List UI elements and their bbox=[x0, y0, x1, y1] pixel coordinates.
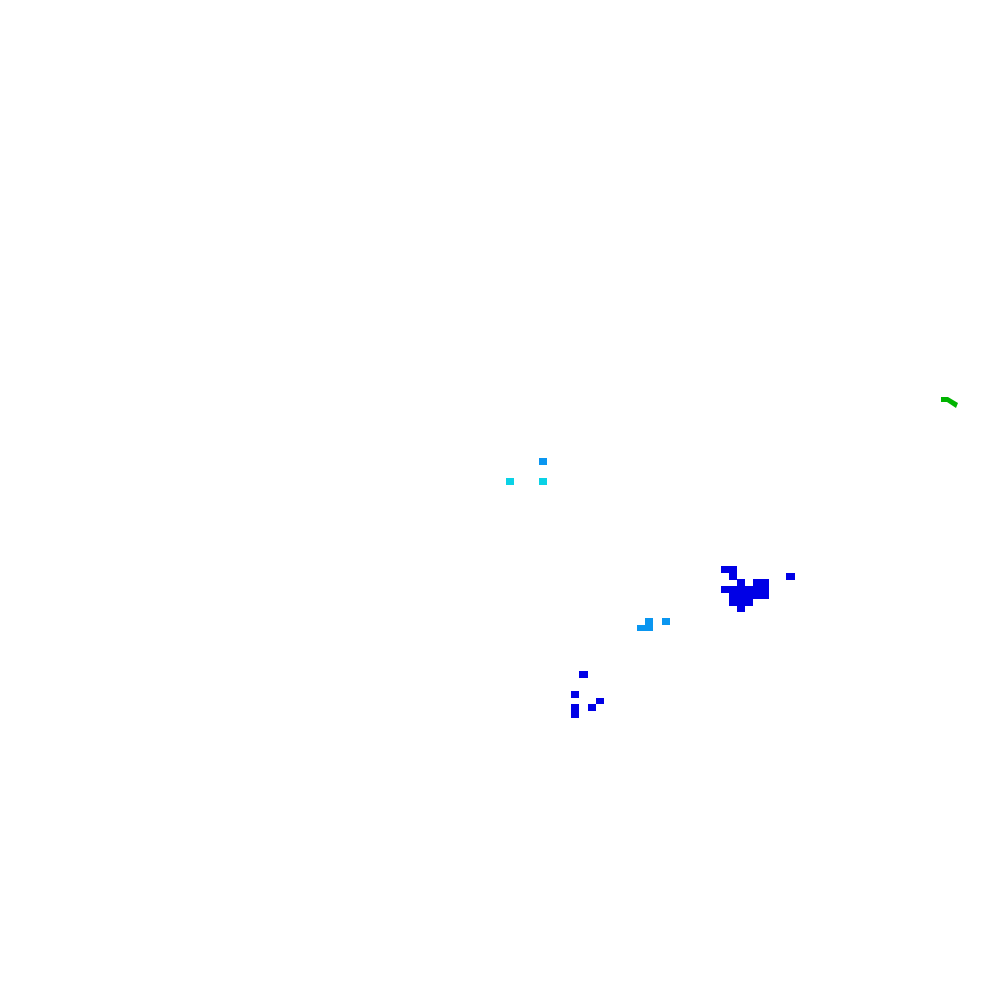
radar-cell bbox=[721, 586, 729, 593]
radar-cell bbox=[579, 671, 588, 678]
radar-cell bbox=[737, 579, 745, 586]
radar-cell bbox=[721, 566, 737, 573]
radar-cell bbox=[539, 458, 547, 465]
radar-cell bbox=[737, 606, 745, 612]
cyan-cells bbox=[506, 478, 547, 485]
green-mark bbox=[941, 397, 958, 408]
radar-cell bbox=[729, 573, 737, 580]
radar-cell bbox=[571, 704, 579, 718]
radar-cell bbox=[645, 618, 653, 631]
radar-cell bbox=[662, 618, 670, 625]
radar-cell bbox=[539, 478, 547, 485]
radar-cell bbox=[506, 478, 514, 485]
radar-cell bbox=[729, 586, 761, 599]
radar-cell bbox=[637, 625, 647, 631]
radar-cell bbox=[588, 704, 596, 711]
green-stroke-mark bbox=[941, 397, 958, 408]
deep-blue-cells bbox=[571, 566, 795, 718]
radar-cell bbox=[786, 573, 795, 580]
radar-cell bbox=[571, 691, 579, 698]
radar-cell bbox=[596, 698, 604, 704]
radar-cell bbox=[729, 599, 753, 606]
sky-blue-cells bbox=[539, 458, 670, 631]
